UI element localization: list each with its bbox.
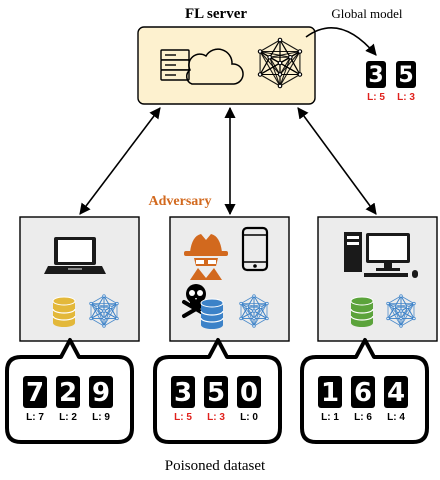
sample-label: L: 7 [26,412,44,423]
sample-label: L: 4 [387,412,405,423]
neural-network-icon [89,294,119,328]
digit-sample: 4 L: 4 [384,376,408,423]
client1-server-arrow [79,107,161,215]
digit-sample: 9 L: 9 [89,376,113,423]
digit-glyph: 2 [59,378,77,408]
digit-sample: 1 L: 1 [318,376,342,423]
dataset-bubble: 1 L: 1 6 L: 6 4 L: 4 [300,338,429,444]
digit-sample: 6 L: 6 [351,376,375,423]
digit-glyph: 4 [387,378,405,408]
digit-sample: 3 L: 5 [171,376,195,423]
digit-glyph: 1 [321,378,339,408]
sample-label: L: 2 [59,412,77,423]
smartphone-icon [241,226,269,272]
server-rack-icon [160,49,190,81]
server-box [137,26,316,105]
sample-label: L: 5 [174,412,192,423]
digit-glyph: 3 [174,378,192,408]
sample-label: L: 3 [207,412,225,423]
client3-server-arrow [297,107,377,215]
dataset-bubble: 7 L: 7 2 L: 2 9 L: 9 [5,338,134,444]
digit-glyph: 9 [92,378,110,408]
client-box-laptop [19,216,140,342]
global-model-label: Global model [331,6,403,21]
sample-label: L: 6 [354,412,372,423]
dataset-bubble: 3 L: 5 5 L: 3 0 L: 0 [153,338,282,444]
sample-label: L: 5 [367,92,385,103]
client-box-smartphone [169,216,290,342]
digit-glyph: 5 [207,378,225,408]
digit-glyph: 7 [26,378,44,408]
digit-glyph: 5 [398,63,413,88]
server-title: FL server [185,6,247,22]
digit-glyph: 0 [240,378,258,408]
laptop-icon [44,237,106,274]
database-icon [52,296,76,327]
adversary-label: Adversary [149,194,212,209]
sample-label: L: 3 [397,92,415,103]
cloud-icon [186,48,244,85]
neural-network-icon [386,294,416,328]
digit-sample: 0 L: 0 [237,376,261,423]
database-icon [200,298,224,329]
sample-label: L: 9 [92,412,110,423]
global-model-arrow [305,27,377,56]
digit-sample: 3 L: 5 [366,61,386,103]
digit-sample: 2 L: 2 [56,376,80,423]
digit-sample: 7 L: 7 [23,376,47,423]
digit-sample: 5 L: 3 [396,61,416,103]
digit-sample: 5 L: 3 [204,376,228,423]
sample-label: L: 1 [321,412,339,423]
neural-network-icon [257,37,303,89]
digit-glyph: 6 [354,378,372,408]
desktop-icon [344,232,418,278]
database-icon [350,296,374,327]
global-model-samples: 3 L: 5 5 L: 3 [366,61,416,103]
poisoned-dataset-label: Poisoned dataset [165,458,266,474]
neural-network-icon [239,294,269,328]
sample-label: L: 0 [240,412,258,423]
spy-icon [184,234,228,280]
digit-glyph: 3 [368,63,383,88]
